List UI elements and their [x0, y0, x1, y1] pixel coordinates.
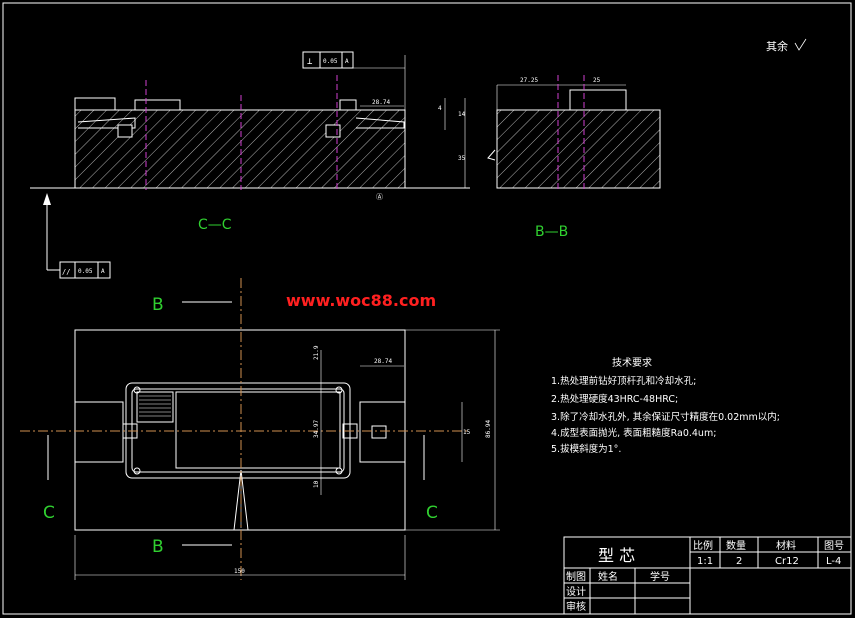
tech-item: 2.热处理硬度43HRC-48HRC; [551, 393, 678, 405]
svg-text:10: 10 [313, 480, 320, 488]
tb-row-col2: 学号 [650, 570, 670, 583]
svg-text:25: 25 [593, 77, 601, 84]
tech-item: 4.成型表面抛光, 表面粗糙度Ra0.4um; [551, 427, 716, 439]
tech-requirements-title: 技术要求 [612, 356, 652, 369]
svg-text:86.94: 86.94 [485, 420, 492, 438]
tolerance-frame-top: ⊥ 0.05 A [302, 51, 354, 69]
svg-text:14: 14 [458, 111, 466, 118]
tb-drawing-no: L-4 [826, 556, 841, 567]
tb-header: 比例 [693, 539, 713, 552]
section-letter-b-top: B [152, 295, 164, 315]
svg-text:Ⓐ: Ⓐ [376, 193, 383, 201]
svg-text:4: 4 [438, 105, 442, 112]
svg-text:其余: 其余 [766, 39, 788, 53]
svg-text:28.74: 28.74 [374, 358, 392, 365]
tb-header: 图号 [824, 540, 844, 552]
svg-text:28.74: 28.74 [372, 99, 390, 106]
svg-text:0.05: 0.05 [78, 268, 93, 275]
section-view-cc: 28.74 4 14 35 Ⓐ [30, 55, 470, 271]
svg-text:A: A [345, 58, 349, 65]
svg-text:35: 35 [458, 155, 466, 162]
section-letter-b-bottom: B [152, 537, 164, 557]
section-label-bb: B—B [535, 224, 568, 240]
section-label-cc: C—C [198, 217, 232, 233]
svg-text://: // [62, 268, 70, 276]
tb-row-label: 审核 [566, 600, 586, 613]
plan-view: 150 86.94 28.74 15 21.9 34.97 10 [20, 278, 500, 580]
tb-row-label: 设计 [566, 585, 586, 598]
svg-text:150: 150 [234, 568, 245, 575]
tb-row-label: 制图 [566, 570, 586, 583]
tech-item: 3.除了冷却水孔外, 其余保证尺寸精度在0.02mm以内; [551, 411, 780, 423]
watermark: www.woc88.com [286, 291, 436, 310]
tb-header: 材料 [776, 539, 796, 552]
svg-text:⊥: ⊥ [307, 57, 313, 67]
tb-material: Cr12 [775, 556, 799, 567]
roughness-note: 其余 [766, 38, 807, 53]
tb-row-col1: 姓名 [598, 570, 618, 583]
tech-requirements: 技术要求 1.热处理前钻好顶杆孔和冷却水孔; 2.热处理硬度43HRC-48HR… [551, 356, 780, 455]
svg-text:34.97: 34.97 [313, 420, 320, 438]
tb-scale: 1:1 [697, 556, 713, 567]
tolerance-frame-left: // 0.05 A [59, 261, 111, 279]
section-letter-c-right: C [426, 503, 438, 523]
tb-quantity: 2 [736, 556, 742, 567]
svg-text:27.25: 27.25 [520, 77, 538, 84]
svg-text:A: A [101, 268, 105, 275]
section-view-bb: 27.25 25 [487, 75, 661, 190]
part-name: 型 芯 [598, 546, 635, 565]
tech-item: 5.拔模斜度为1°. [551, 443, 621, 455]
section-letter-c-left: C [43, 503, 55, 523]
title-block: 型 芯 比例 数量 材料 图号 1:1 2 Cr12 L-4 制图 姓名 学号 … [563, 536, 852, 615]
svg-text:0.05: 0.05 [323, 58, 338, 65]
svg-text:15: 15 [463, 429, 471, 436]
tech-item: 1.热处理前钻好顶杆孔和冷却水孔; [551, 375, 696, 387]
tb-header: 数量 [726, 539, 746, 552]
svg-text:21.9: 21.9 [313, 345, 320, 360]
